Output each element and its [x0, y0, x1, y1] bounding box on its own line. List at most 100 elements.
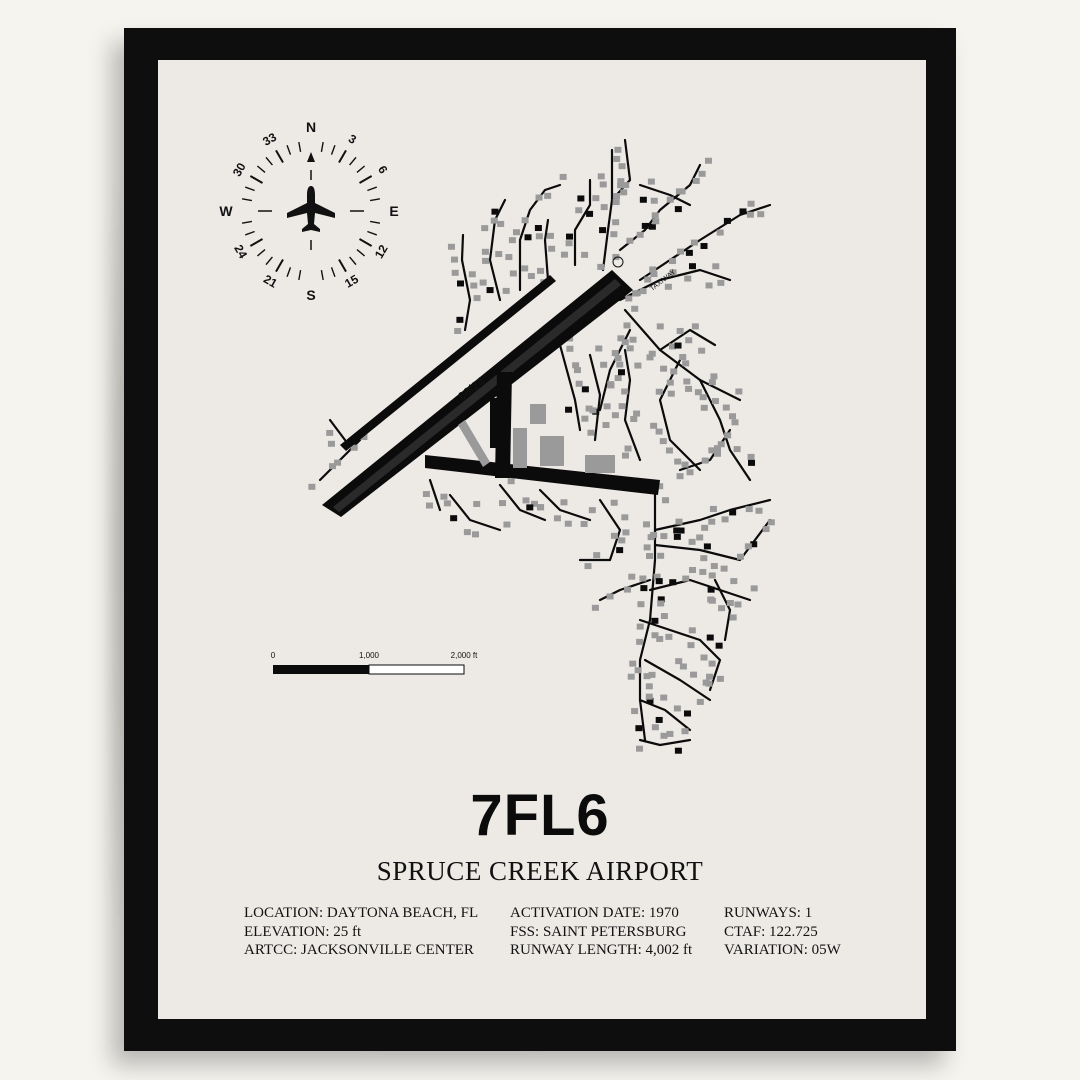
house — [706, 634, 714, 641]
compass-tick — [349, 256, 357, 266]
compass-tick — [286, 267, 292, 278]
house — [679, 354, 687, 361]
street — [573, 178, 592, 267]
house — [599, 181, 607, 188]
house — [490, 217, 498, 224]
house — [675, 658, 683, 665]
house — [595, 345, 603, 352]
hangar-block-3 — [513, 428, 527, 468]
house — [674, 342, 682, 349]
house — [716, 229, 724, 236]
house — [700, 555, 708, 562]
house — [643, 544, 651, 551]
compass-tick — [286, 144, 292, 155]
house — [610, 499, 618, 506]
house — [597, 263, 605, 270]
house — [611, 412, 619, 419]
house — [698, 170, 706, 177]
house — [684, 275, 692, 282]
airplane-icon — [287, 186, 335, 232]
house — [473, 295, 481, 302]
compass-tick — [356, 249, 366, 257]
house — [651, 212, 659, 219]
house — [669, 579, 677, 586]
house — [715, 642, 723, 649]
house — [668, 343, 676, 350]
house — [327, 440, 335, 447]
scale-label-2000: 2,000 ft — [451, 651, 478, 660]
house — [526, 504, 534, 511]
house — [667, 390, 675, 397]
street — [638, 183, 692, 207]
compass-tick — [249, 175, 264, 184]
house — [575, 380, 583, 387]
house — [734, 601, 742, 608]
street — [428, 478, 442, 512]
house — [717, 441, 725, 448]
house — [700, 404, 708, 411]
house — [660, 533, 668, 540]
street — [643, 658, 712, 702]
house — [674, 206, 682, 213]
house — [636, 623, 644, 630]
house — [686, 469, 694, 476]
house — [451, 269, 459, 276]
house — [612, 199, 620, 206]
house — [755, 507, 763, 514]
house — [747, 453, 755, 460]
house — [745, 506, 753, 513]
house — [696, 698, 704, 705]
house — [575, 207, 583, 214]
house — [662, 497, 670, 504]
scale-bar-light — [368, 664, 465, 675]
house — [679, 663, 687, 670]
house — [614, 355, 622, 362]
house — [650, 271, 658, 278]
house — [512, 229, 520, 236]
detail-fss: FSS: SAINT PETERSBURG — [510, 923, 687, 940]
house — [610, 231, 618, 238]
compass-tick — [358, 175, 373, 184]
compass-tick — [275, 258, 284, 273]
house — [618, 163, 626, 170]
house — [637, 601, 645, 608]
house — [698, 347, 706, 354]
street — [678, 428, 732, 472]
compass-degree-label: 30 — [230, 160, 249, 179]
house — [700, 243, 708, 250]
house — [690, 239, 698, 246]
compass-tick — [249, 238, 264, 247]
house — [618, 537, 626, 544]
house — [651, 632, 659, 639]
house — [326, 429, 334, 436]
house — [711, 398, 719, 405]
house — [726, 599, 734, 606]
compass-degree-label: 24 — [231, 242, 250, 261]
house — [486, 287, 494, 294]
house — [705, 680, 713, 687]
house — [631, 305, 639, 312]
house — [593, 552, 601, 559]
house — [606, 593, 614, 600]
house — [586, 210, 594, 217]
house — [643, 673, 651, 680]
house — [591, 604, 599, 611]
house — [565, 406, 573, 413]
house — [622, 529, 630, 536]
house — [629, 660, 637, 667]
house — [657, 596, 665, 603]
house — [499, 500, 507, 507]
house — [603, 403, 611, 410]
house — [699, 394, 707, 401]
compass-tick — [298, 269, 302, 281]
house — [665, 633, 673, 640]
street — [658, 328, 717, 352]
house — [678, 188, 686, 195]
house — [718, 605, 726, 612]
house — [682, 575, 690, 582]
house — [470, 282, 478, 289]
compass-west-label: W — [219, 203, 233, 219]
house — [626, 345, 634, 352]
house — [675, 518, 683, 525]
house — [618, 403, 626, 410]
